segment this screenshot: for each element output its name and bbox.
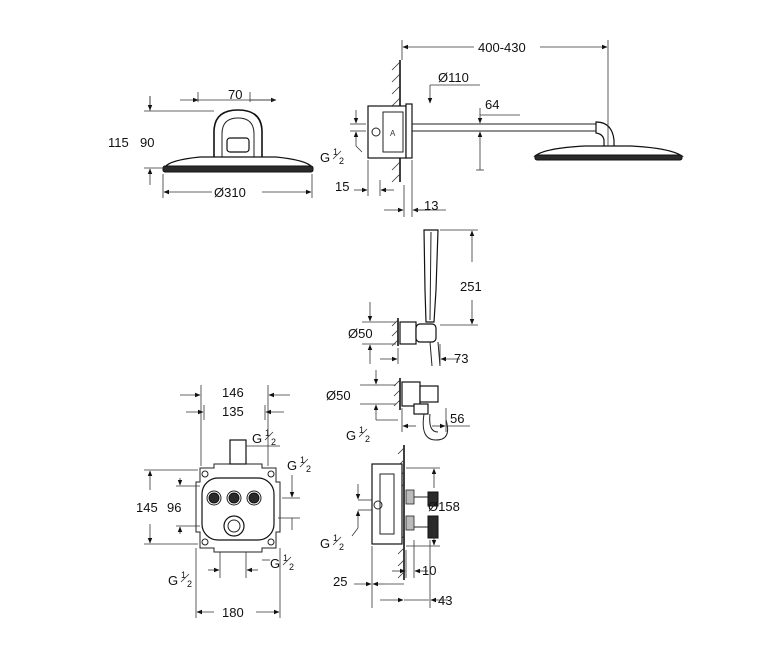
box-marker: A	[390, 129, 396, 138]
dim-hand-length: 251	[460, 279, 482, 294]
svg-text:1: 1	[333, 147, 338, 157]
hand-shower-view: 251 Ø50 73	[348, 229, 482, 367]
holder	[399, 321, 417, 345]
dim-depth-total: 43	[438, 593, 452, 608]
head-body	[163, 156, 314, 168]
svg-text:2: 2	[365, 434, 370, 444]
dim-holder-diameter: Ø50	[348, 326, 373, 341]
svg-text:G: G	[252, 431, 262, 446]
thread-label-side-thermostat: G 1 2	[320, 533, 344, 552]
svg-text:G: G	[346, 428, 356, 443]
dim-arm-reach: 400-430	[478, 40, 526, 55]
concealed-box	[367, 105, 407, 159]
thread-label-side: G 1 2	[320, 147, 344, 166]
dim-holder-offset: 73	[454, 351, 468, 366]
svg-text:1: 1	[283, 553, 288, 563]
outlet-button-2	[228, 492, 240, 504]
dim-neck-width: 70	[228, 87, 242, 102]
thread-label-top: G 1 2	[252, 428, 276, 447]
svg-text:1: 1	[181, 570, 186, 580]
dim-width-outer: 146	[222, 385, 244, 400]
svg-text:G: G	[320, 536, 330, 551]
dim-outlet-offset: 56	[450, 411, 464, 426]
svg-text:1: 1	[265, 428, 270, 438]
cartridge-top	[427, 491, 439, 507]
dim-depth-front: 10	[422, 563, 436, 578]
head-side	[533, 145, 684, 157]
dim-rosette-diameter: Ø158	[428, 499, 460, 514]
svg-text:G: G	[270, 556, 280, 571]
outlet-button-3	[248, 492, 260, 504]
thread-label-outlet: G 1 2	[346, 419, 398, 444]
thermostat-body	[371, 463, 403, 545]
svg-text:2: 2	[187, 579, 192, 589]
outlet-button-1	[208, 492, 220, 504]
cartridge-bottom	[427, 515, 439, 539]
svg-text:G: G	[168, 573, 178, 588]
dim-height-total: 115	[108, 135, 129, 150]
dim-height-body: 90	[140, 135, 154, 150]
svg-text:1: 1	[333, 533, 338, 543]
thread-label-bottom-right: G 1 2	[270, 553, 294, 572]
svg-text:G: G	[287, 458, 297, 473]
neck-ring	[213, 109, 263, 158]
svg-text:1: 1	[359, 425, 364, 435]
thermostat-front-view: 146 135 G 1 2 G 1 2 145	[136, 385, 311, 620]
head-shower-side-view: A 400-430 Ø110 64	[320, 40, 684, 217]
dim-arm-offset: 64	[485, 97, 499, 112]
dim-width-inner: 135	[222, 404, 244, 419]
dim-flange-diameter: Ø110	[438, 70, 469, 85]
thermostat-side-view: Ø158 G 1 2 25 10 43	[320, 445, 460, 608]
svg-text:2: 2	[306, 464, 311, 474]
svg-text:2: 2	[289, 562, 294, 572]
svg-text:2: 2	[339, 156, 344, 166]
temperature-knob	[223, 515, 245, 537]
outlet-elbow	[401, 381, 421, 407]
dim-wall-offset: 13	[424, 198, 438, 213]
wall-outlet-view: Ø50 G 1 2 56	[326, 370, 470, 444]
thread-label-right: G 1 2	[287, 455, 311, 474]
thread-label-bottom-left: G 1 2	[168, 570, 192, 589]
svg-text:1: 1	[300, 455, 305, 465]
svg-text:2: 2	[339, 542, 344, 552]
dim-height-inner: 96	[167, 500, 181, 515]
head-shower-front-view: 70 115 90 Ø310	[108, 87, 314, 200]
dim-wall-depth: 15	[335, 179, 349, 194]
mounting-box	[195, 463, 281, 553]
head-face	[162, 165, 314, 173]
dim-outlet-diameter: Ø50	[326, 388, 351, 403]
dim-depth-min: 25	[333, 574, 347, 589]
dim-width-box: 180	[222, 605, 244, 620]
dim-height-outer: 145	[136, 500, 158, 515]
svg-text:G: G	[320, 150, 330, 165]
dim-head-diameter: Ø310	[214, 185, 246, 200]
svg-text:2: 2	[271, 437, 276, 447]
